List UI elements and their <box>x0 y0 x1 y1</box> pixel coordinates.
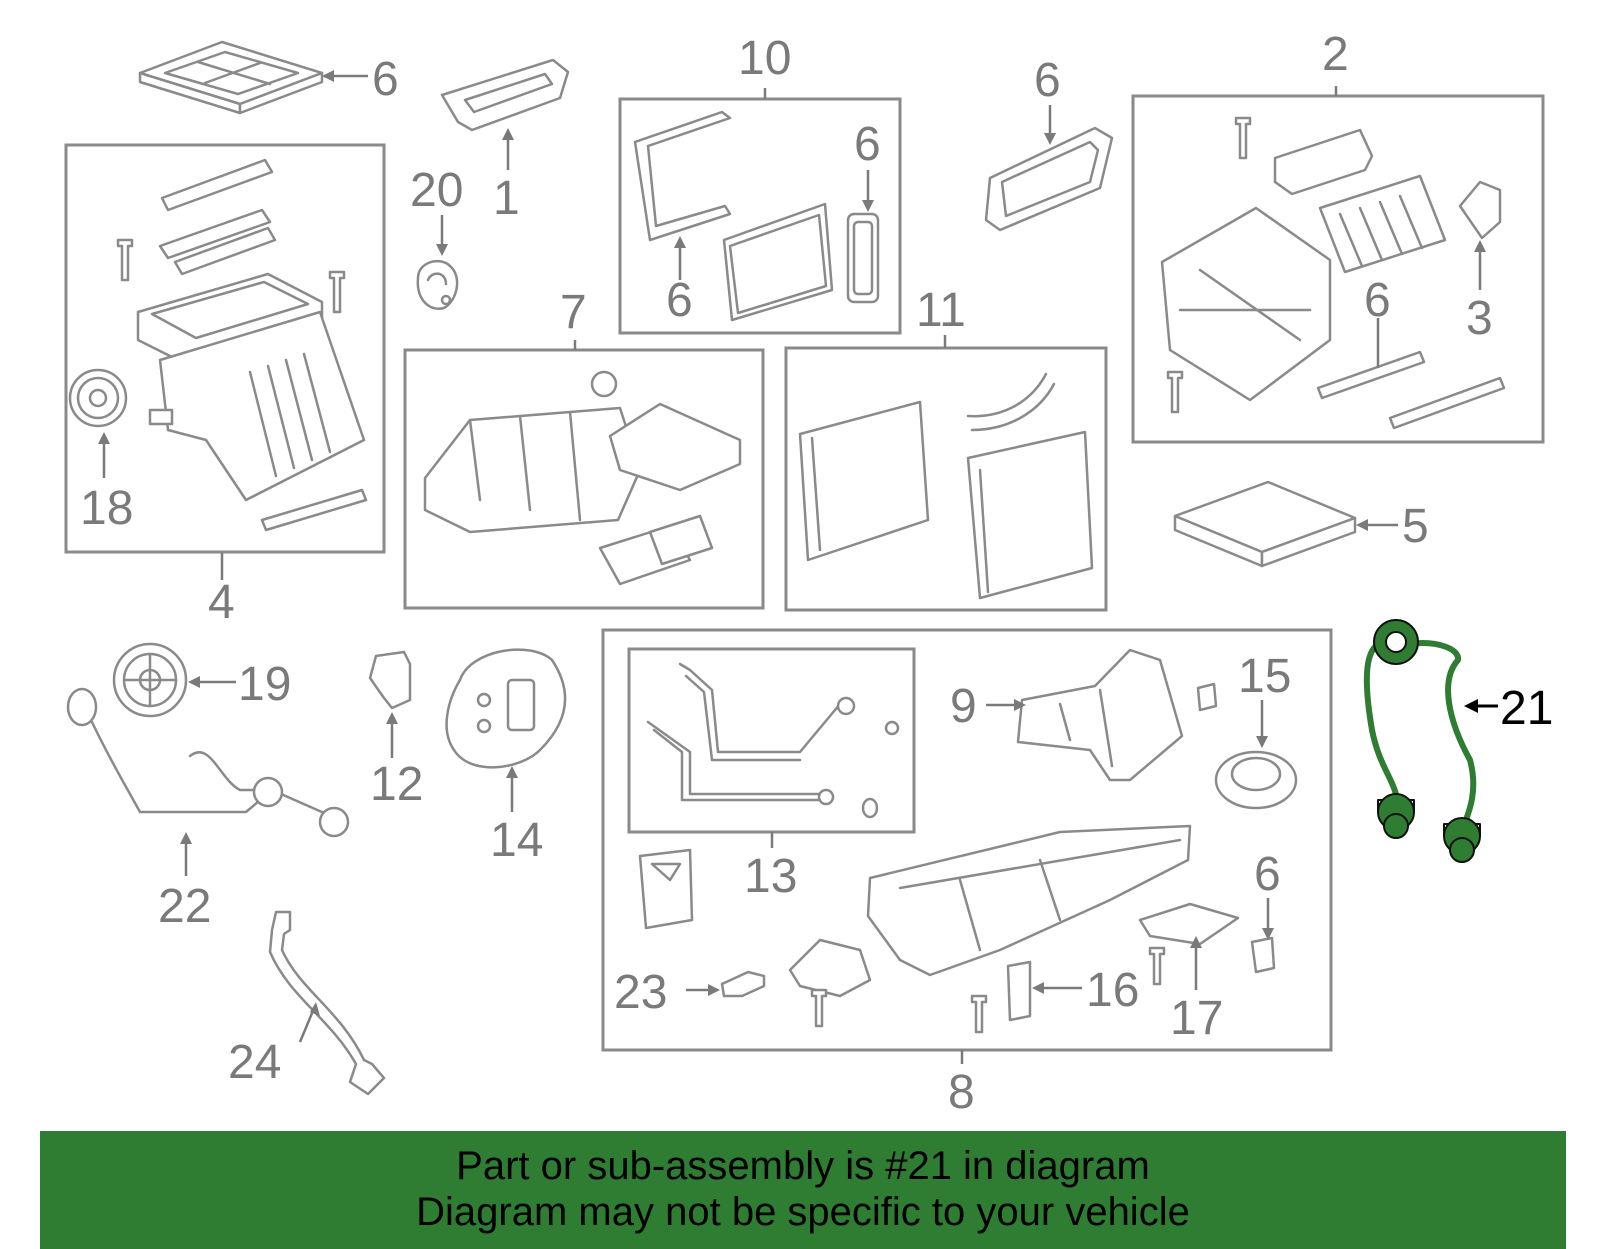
label-9: 9 <box>950 680 977 733</box>
label-15: 15 <box>1238 650 1291 703</box>
label-6: 6 <box>1034 54 1061 107</box>
part-20-cap <box>416 259 459 311</box>
part-22-harness <box>66 687 350 838</box>
label-22: 22 <box>158 880 211 933</box>
part-2-assembly <box>1160 116 1506 430</box>
label-14: 14 <box>490 814 543 867</box>
label-10: 10 <box>738 32 791 85</box>
part-24-hose <box>268 910 386 1096</box>
part-13-pipes <box>646 662 900 819</box>
label-2: 2 <box>1322 28 1349 81</box>
label-20: 20 <box>410 164 463 217</box>
info-banner: Part or sub-assembly is #21 in diagram D… <box>40 1131 1566 1249</box>
group-box-4 <box>64 143 386 554</box>
part-7-assembly <box>423 370 742 586</box>
group-box-2 <box>1131 94 1545 444</box>
label-6: 6 <box>666 274 693 327</box>
part-11-assembly <box>798 372 1094 600</box>
label-5: 5 <box>1402 500 1429 553</box>
group-box-7 <box>403 348 765 610</box>
label-6: 6 <box>372 53 399 106</box>
part-6-filter <box>138 40 324 115</box>
label-6: 6 <box>1254 848 1281 901</box>
part-4-assembly <box>68 158 368 532</box>
group-box-10 <box>618 97 902 335</box>
part-1-duct <box>440 58 570 132</box>
label-12: 12 <box>370 758 423 811</box>
label-21: 21 <box>1500 682 1553 735</box>
banner-line-2: Diagram may not be specific to your vehi… <box>416 1190 1190 1234</box>
label-18: 18 <box>80 482 133 535</box>
label-4: 4 <box>208 576 235 629</box>
label-17: 17 <box>1170 992 1223 1045</box>
part-21-harness-highlighted <box>1363 619 1481 863</box>
label-1: 1 <box>493 172 520 225</box>
part-10-assembly <box>633 110 880 322</box>
label-16: 16 <box>1086 964 1139 1017</box>
label-8: 8 <box>948 1066 975 1119</box>
label-11: 11 <box>916 284 966 337</box>
part-5-filter <box>1173 480 1357 568</box>
label-3: 3 <box>1466 292 1493 345</box>
label-7: 7 <box>560 286 587 339</box>
part-14-door <box>445 648 567 769</box>
label-6: 6 <box>854 118 881 171</box>
label-19: 19 <box>238 658 291 711</box>
label-13: 13 <box>744 850 797 903</box>
part-12-sensor <box>368 650 412 710</box>
label-23: 23 <box>614 966 667 1019</box>
part-6-gasket <box>984 126 1114 232</box>
part-8-assembly <box>638 648 1298 1034</box>
label-6: 6 <box>1364 274 1391 327</box>
label-24: 24 <box>228 1036 281 1089</box>
part-19-fan <box>112 642 188 718</box>
group-box-8 <box>601 628 1333 1052</box>
banner-line-1: Part or sub-assembly is #21 in diagram <box>456 1144 1150 1188</box>
